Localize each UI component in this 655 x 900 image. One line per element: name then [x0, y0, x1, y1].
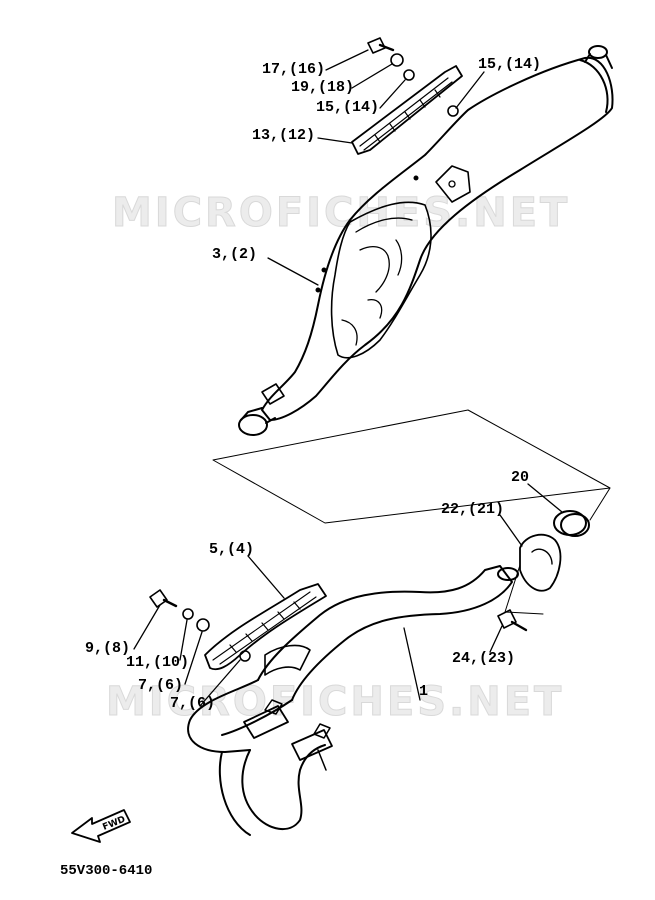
diagram-code: 55V300-6410: [60, 863, 153, 879]
label-part-15-right: 15,(14): [478, 56, 542, 73]
label-part-11: 11,(10): [126, 654, 190, 671]
label-part-1: 1: [419, 683, 429, 700]
label-part-15-left: 15,(14): [316, 99, 380, 116]
protector-part-5: [204, 583, 327, 671]
label-part-19: 19,(18): [291, 79, 355, 96]
flange-right: [291, 723, 333, 771]
washer-part-19: [390, 53, 404, 67]
leader-lines: [133, 49, 563, 707]
flange-left: [243, 699, 289, 739]
collar-part-15: [403, 69, 415, 81]
joint-part-22: [519, 533, 562, 592]
label-part-17: 17,(16): [262, 61, 326, 78]
label-part-7-a: 7,(6): [138, 677, 184, 694]
label-part-22: 22,(21): [441, 501, 505, 518]
label-part-24: 24,(23): [452, 650, 516, 667]
collar-part-15-right: [447, 105, 459, 117]
label-part-7-b: 7,(6): [170, 695, 216, 712]
watermark-top: MICROFICHES.NET: [111, 190, 571, 236]
bolt-part-17: [367, 37, 395, 54]
label-part-9: 9,(8): [85, 640, 131, 657]
washer-part-11: [182, 608, 194, 620]
collar-part-7: [196, 618, 210, 632]
label-part-3: 3,(2): [212, 246, 258, 263]
exhaust-pipe-part-1: [187, 565, 519, 836]
label-part-13: 13,(12): [252, 127, 316, 144]
fwd-arrow-icon: [71, 809, 131, 843]
gasket-part-20: [553, 510, 590, 537]
label-part-5: 5,(4): [209, 541, 255, 558]
watermark-bottom: MICROFICHES.NET: [105, 679, 565, 725]
label-part-20: 20: [511, 469, 530, 486]
protector-part-13: [351, 65, 463, 155]
assembly-reference-lines: [212, 409, 611, 615]
bolt-part-9: [149, 589, 168, 608]
muffler-part-3: [238, 45, 614, 436]
